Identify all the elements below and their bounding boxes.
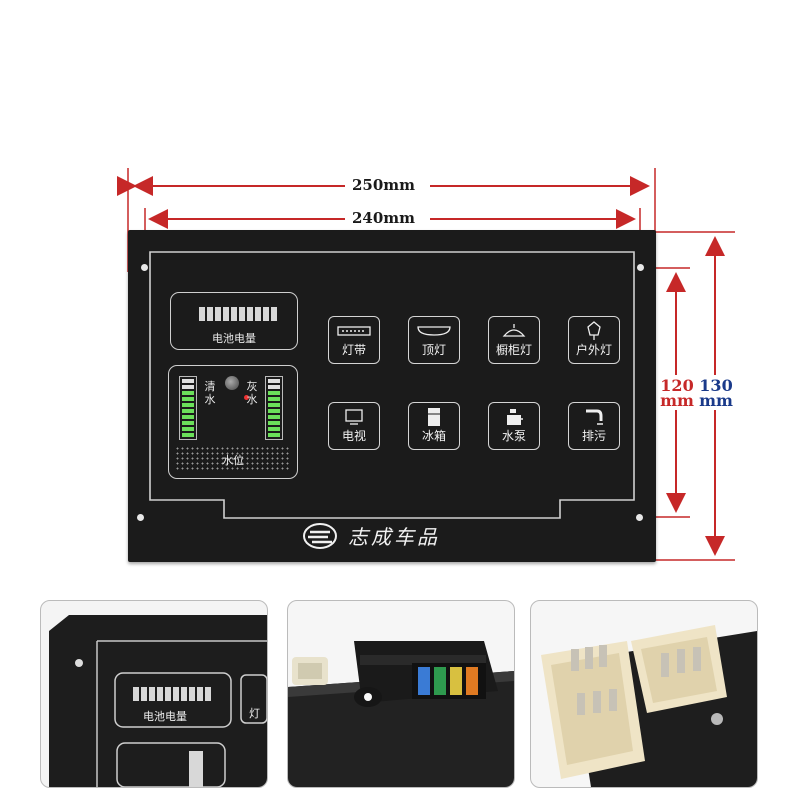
thumb-battery-label: 电池电量 (143, 710, 187, 723)
water-pump-label: 水泵 (501, 429, 526, 443)
light-strip-button[interactable]: 灯带 (328, 316, 380, 364)
control-panel: 电池电量 清水 灰水 水位 灯带 顶灯 橱柜灯 户外灯 (128, 230, 656, 562)
tv-label: 电视 (341, 429, 366, 443)
height-120-value: 120 (660, 376, 694, 395)
water-dot-pattern (175, 446, 291, 472)
height-120-unit: mm (660, 391, 694, 410)
brand-logo-icon (303, 522, 337, 549)
dimension-lines (117, 168, 735, 561)
clean-water-label: 清水 (204, 380, 216, 406)
outdoor-lamp-button[interactable]: 户外灯 (568, 316, 620, 364)
light-strip-label: 灯带 (341, 343, 366, 357)
screw-bottom-right (636, 514, 643, 521)
cabinet-light-icon (502, 324, 526, 337)
brand-name: 志成车品 (348, 525, 440, 549)
fridge-label: 冰箱 (421, 429, 446, 443)
battery-label: 电池电量 (212, 332, 256, 345)
water-level-label: 水位 (222, 454, 244, 467)
tv-icon (345, 409, 363, 425)
cabinet-light-label: 橱柜灯 (495, 343, 532, 357)
width-240-label: 240mm (348, 209, 420, 227)
height-120-label: 120 mm (658, 376, 696, 410)
battery-indicator: 电池电量 (170, 292, 298, 350)
screw-top-left (141, 264, 148, 271)
detail-photo-connectors (530, 600, 758, 788)
ceiling-light-button[interactable]: 顶灯 (408, 316, 460, 364)
outdoor-lamp-label: 户外灯 (575, 343, 612, 357)
height-130-label: 130 mm (697, 376, 735, 410)
screw-bottom-left (137, 514, 144, 521)
brand: 志成车品 (302, 521, 440, 550)
ceiling-light-icon (417, 326, 451, 336)
cabinet-light-button[interactable]: 橱柜灯 (488, 316, 540, 364)
width-250-label: 250mm (348, 176, 420, 194)
detail-photo-fuse-box (287, 600, 515, 788)
thumb-partial-button-label: 灯 (249, 707, 260, 720)
panel-border-line (149, 251, 635, 519)
knob-icon (225, 376, 239, 390)
gray-water-label: 灰水 (246, 380, 258, 406)
status-led (244, 395, 249, 400)
detail-photo-panel-corner: 电池电量 灯 (40, 600, 268, 788)
water-pump-button[interactable]: 水泵 (488, 402, 540, 450)
ceiling-light-label: 顶灯 (421, 343, 446, 357)
drain-icon (586, 409, 603, 425)
water-level-indicator: 清水 灰水 水位 (168, 365, 298, 479)
height-130-value: 130 (699, 376, 733, 395)
clean-water-gauge (179, 376, 197, 440)
light-strip-icon (337, 326, 371, 336)
battery-level-bars (199, 307, 277, 321)
tv-button[interactable]: 电视 (328, 402, 380, 450)
screw-top-right (637, 264, 644, 271)
height-130-unit: mm (699, 391, 733, 410)
gray-water-gauge (265, 376, 283, 440)
drain-label: 排污 (581, 429, 606, 443)
drain-button[interactable]: 排污 (568, 402, 620, 450)
outdoor-lamp-icon (587, 321, 601, 340)
fridge-icon (428, 408, 440, 426)
fridge-button[interactable]: 冰箱 (408, 402, 460, 450)
water-pump-icon (507, 409, 523, 425)
